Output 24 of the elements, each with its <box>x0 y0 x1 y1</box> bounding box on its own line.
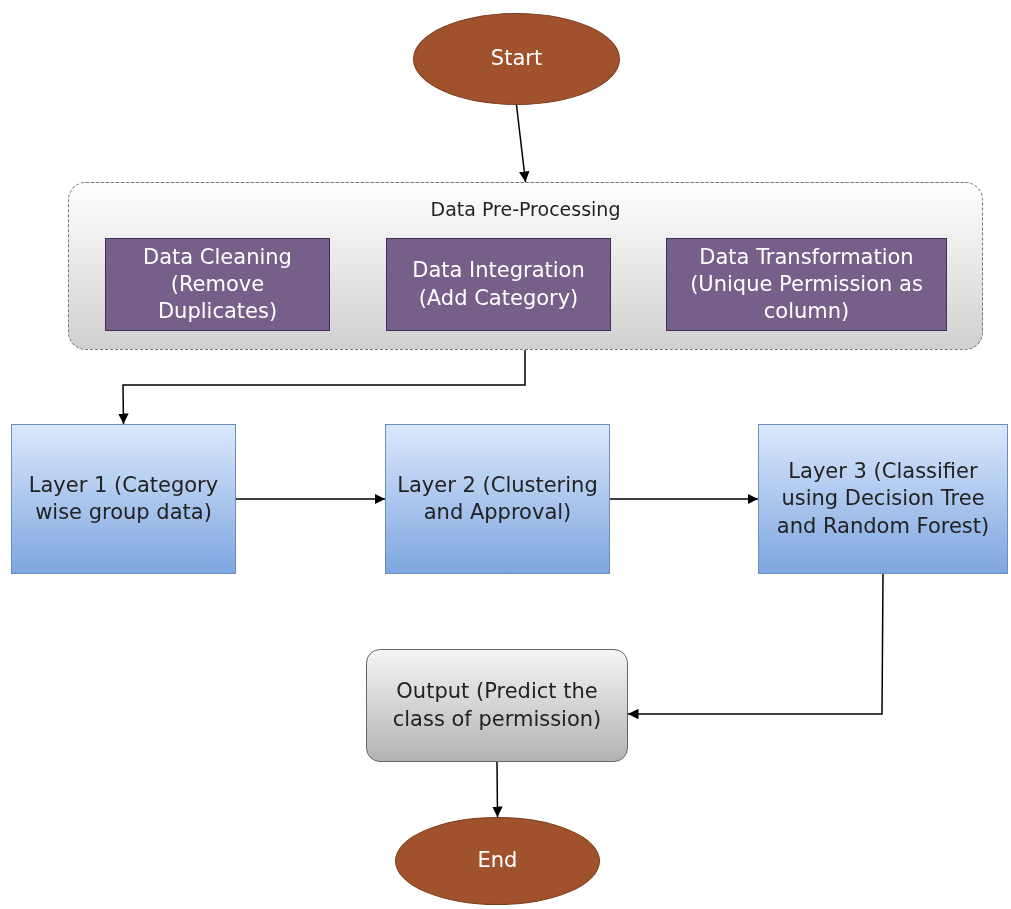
node-label: Data Integration (Add Category) <box>411 257 586 312</box>
process-box <box>386 238 611 331</box>
output-box <box>366 649 628 762</box>
arrow <box>515 104 530 183</box>
arrow <box>118 349 526 425</box>
arrow <box>492 761 503 818</box>
node-label: Layer 1 (Category wise group data) <box>27 471 220 526</box>
group-heading: Data Pre-Processing <box>430 197 621 222</box>
node-label: Data Transformation (Unique Permission as column) <box>689 243 924 326</box>
process-box <box>105 238 330 331</box>
node-label: Layer 2 (Clustering and Approval) <box>396 471 599 526</box>
arrow <box>627 573 884 720</box>
node-label: Data Cleaning (Remove Duplicates) <box>142 243 293 326</box>
process-box <box>666 238 947 331</box>
node-label: Layer 3 (Classifier using Decision Tree and Random Forest) <box>775 458 991 540</box>
node-label: Output (Predict the class of permission) <box>391 678 603 733</box>
layer-box <box>11 424 236 574</box>
node-label: End <box>477 847 518 875</box>
arrow <box>609 493 759 505</box>
layer-box <box>385 424 610 574</box>
arrow <box>235 493 386 505</box>
layer-box <box>758 424 1008 574</box>
group-panel <box>68 182 983 350</box>
node-label: Start <box>490 45 543 73</box>
